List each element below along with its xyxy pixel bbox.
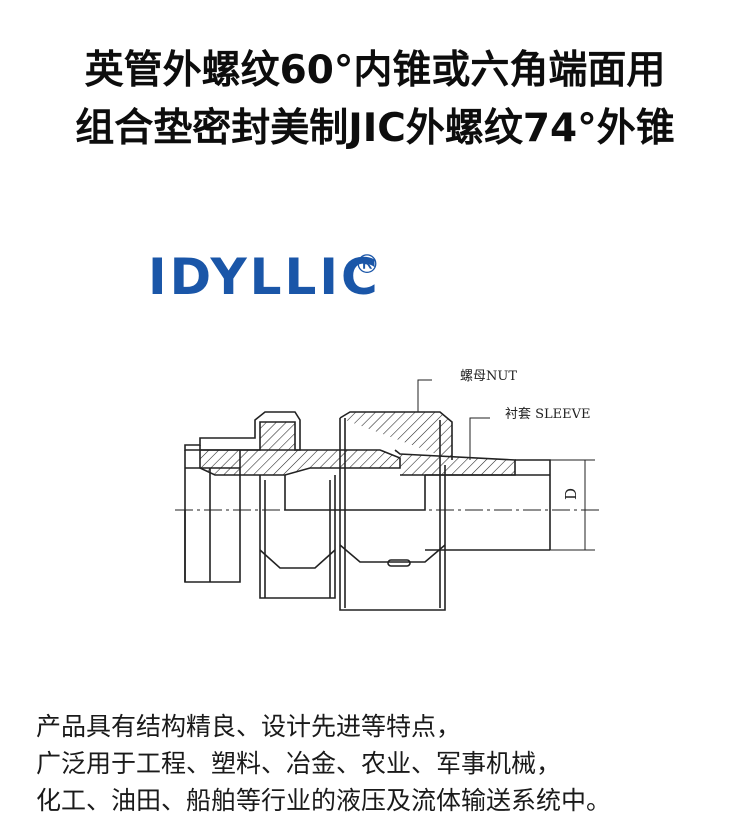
page-title: 英管外螺纹60°内锥或六角端面用 组合垫密封美制JIC外螺纹74°外锥 bbox=[0, 42, 750, 158]
registered-mark: ® bbox=[354, 250, 380, 280]
title-line-1: 英管外螺纹60°内锥或六角端面用 bbox=[84, 48, 666, 93]
title-line-2: 组合垫密封美制JIC外螺纹74°外锥 bbox=[75, 106, 675, 151]
product-description: 产品具有结构精良、设计先进等特点， 广泛用于工程、塑料、冶金、农业、军事机械， … bbox=[36, 708, 726, 819]
nut-outline bbox=[339, 411, 453, 460]
nut-label: 螺母NUT bbox=[460, 369, 517, 384]
sleeve-outline bbox=[394, 449, 516, 476]
description-line-2: 广泛用于工程、塑料、冶金、农业、军事机械， bbox=[36, 749, 562, 778]
brand-logo: IDYLLIC bbox=[148, 248, 381, 306]
fitting-technical-drawing: 螺母NUT 衬套 SLEEVE D bbox=[175, 369, 600, 611]
dimension-label: D bbox=[562, 488, 580, 500]
description-line-1: 产品具有结构精良、设计先进等特点， bbox=[36, 712, 462, 741]
sleeve-label: 衬套 SLEEVE bbox=[505, 406, 591, 422]
description-line-3: 化工、油田、船舶等行业的液压及流体输送系统中。 bbox=[36, 786, 612, 815]
